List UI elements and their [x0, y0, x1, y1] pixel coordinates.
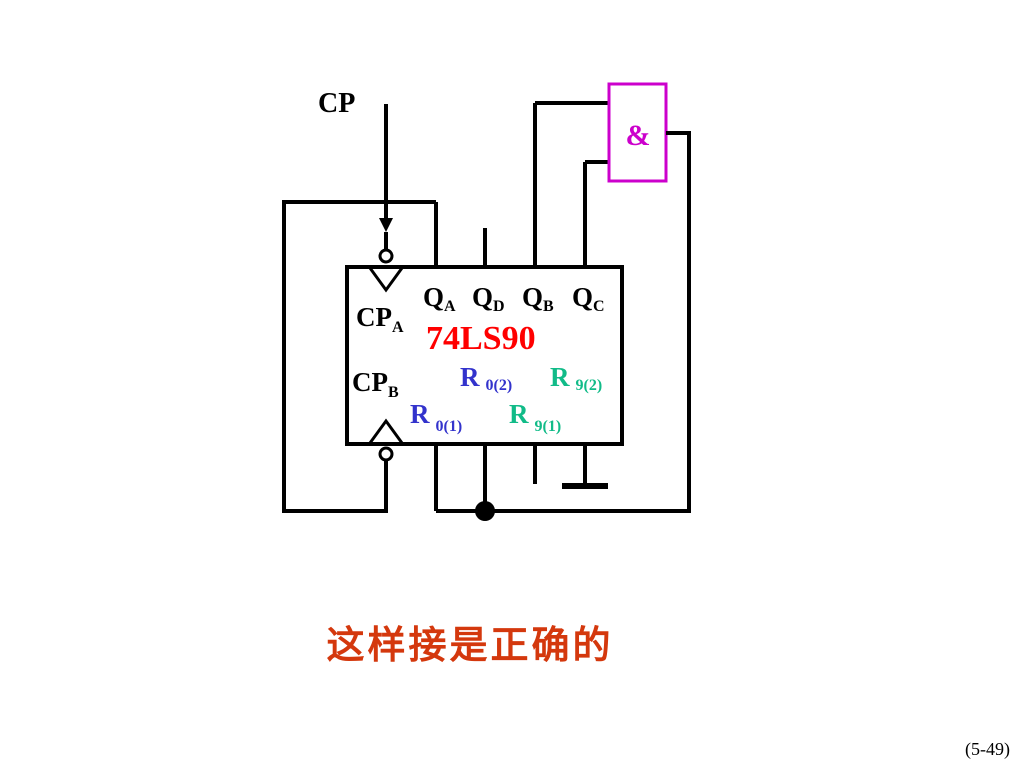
junction-dot: [475, 501, 495, 521]
label-qc: QC: [572, 282, 605, 315]
cpa-inversion-bubble: [378, 248, 394, 264]
gate-output-wire: [436, 131, 691, 513]
chip-74ls90-body: [345, 265, 624, 446]
label-cpa: CPA: [356, 302, 404, 336]
cpb-inversion-bubble: [378, 446, 394, 462]
slide-caption: 这样接是正确的: [326, 622, 614, 667]
cpb-clock-triangle: [368, 418, 404, 444]
and-gate-symbol: &: [626, 119, 651, 152]
chip-name: 74LS90: [426, 320, 536, 357]
page-number: (5-49): [965, 739, 1010, 759]
label-qb: QB: [522, 282, 554, 315]
label-qd: QD: [472, 282, 505, 315]
label-qa: QA: [423, 282, 456, 315]
cp-arrow-icon: [379, 218, 393, 232]
cpa-clock-triangle: [368, 267, 404, 293]
label-cpb: CPB: [352, 367, 399, 401]
cp-input-label: CP: [318, 88, 355, 119]
qa-to-cpb-wire: [282, 200, 436, 513]
